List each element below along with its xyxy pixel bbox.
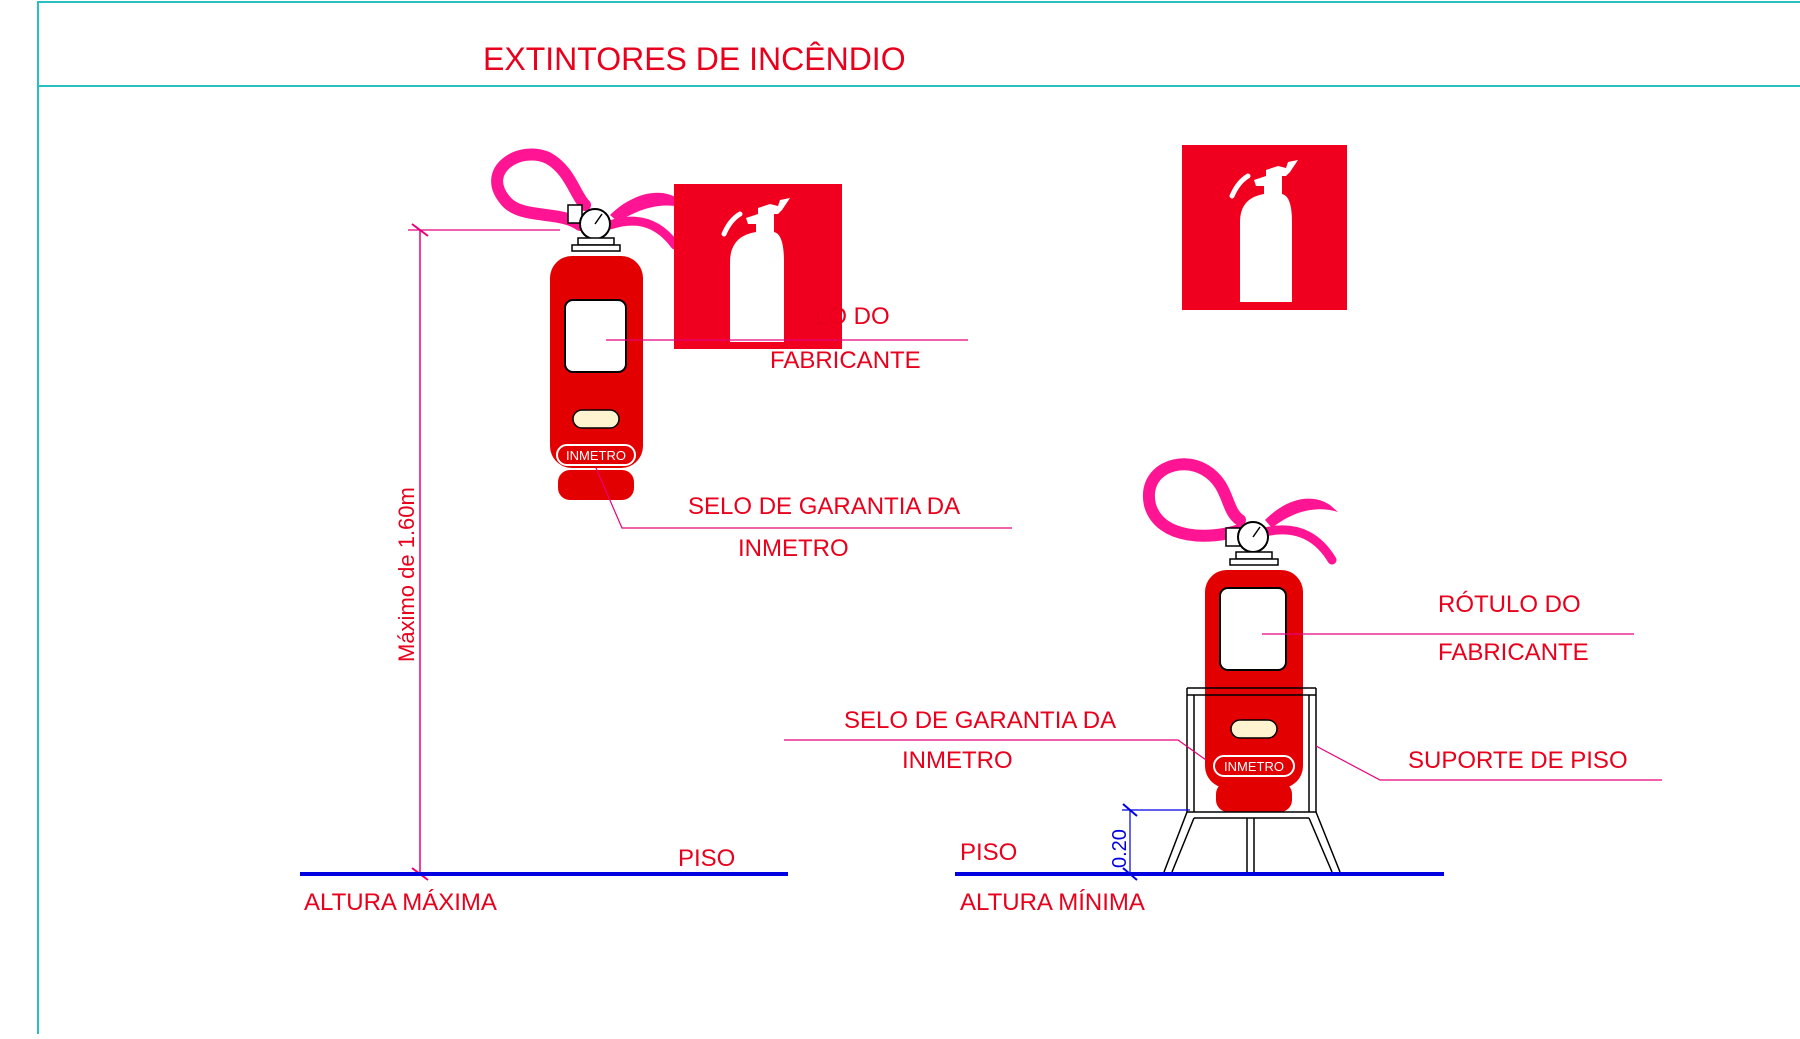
- right-floor-label: PISO: [960, 839, 1017, 866]
- svg-text:LO DO: LO DO: [815, 303, 890, 330]
- right-extinguisher: INMETRO: [1142, 458, 1338, 812]
- svg-text:FABRICANTE: FABRICANTE: [770, 347, 921, 374]
- floor-stand: [1163, 687, 1341, 873]
- nozzle: [610, 192, 690, 222]
- right-suporte-label: SUPORTE DE PISO: [1315, 745, 1662, 781]
- left-rotulo-label: LO DO FABRICANTE: [606, 303, 968, 374]
- cylinder-base: [558, 470, 634, 500]
- min-height-dimension: 0.20: [1109, 803, 1190, 881]
- right-selo-label: SELO DE GARANTIA DA INMETRO: [784, 707, 1207, 774]
- fire-extinguisher-sign-icon: [674, 184, 842, 349]
- page-title: EXTINTORES DE INCÊNDIO: [483, 41, 906, 77]
- left-floor-label: PISO: [678, 845, 735, 872]
- right-caption: ALTURA MÍNIMA: [960, 889, 1145, 916]
- inmetro-badge: INMETRO: [1224, 759, 1284, 774]
- svg-text:SELO DE GARANTIA DA: SELO DE GARANTIA DA: [844, 707, 1116, 734]
- nozzle: [1265, 498, 1338, 528]
- svg-text:RÓTULO DO: RÓTULO DO: [1438, 591, 1581, 618]
- min-height-text: 0.20: [1109, 829, 1131, 868]
- hose: [491, 148, 591, 231]
- inmetro-badge: INMETRO: [566, 448, 626, 463]
- svg-text:SUPORTE DE PISO: SUPORTE DE PISO: [1408, 747, 1628, 774]
- svg-text:INMETRO: INMETRO: [902, 747, 1013, 774]
- cylinder-base: [1216, 782, 1292, 812]
- label-window: [564, 299, 627, 373]
- max-height-dimension: Máximo de 1.60m: [394, 223, 560, 881]
- max-height-text: Máximo de 1.60m: [394, 487, 419, 662]
- label-window: [1219, 587, 1287, 671]
- left-selo-label: SELO DE GARANTIA DA INMETRO: [595, 467, 1012, 562]
- hose: [1142, 458, 1246, 542]
- left-caption: ALTURA MÁXIMA: [304, 889, 497, 916]
- fire-extinguisher-sign-icon: [1182, 145, 1347, 310]
- right-rotulo-label: RÓTULO DO FABRICANTE: [1262, 591, 1634, 666]
- svg-text:SELO DE GARANTIA DA: SELO DE GARANTIA DA: [688, 493, 960, 520]
- sheet-frame: [37, 1, 1800, 1039]
- svg-text:FABRICANTE: FABRICANTE: [1438, 639, 1589, 666]
- left-extinguisher: INMETRO: [491, 148, 690, 500]
- svg-text:INMETRO: INMETRO: [738, 535, 849, 562]
